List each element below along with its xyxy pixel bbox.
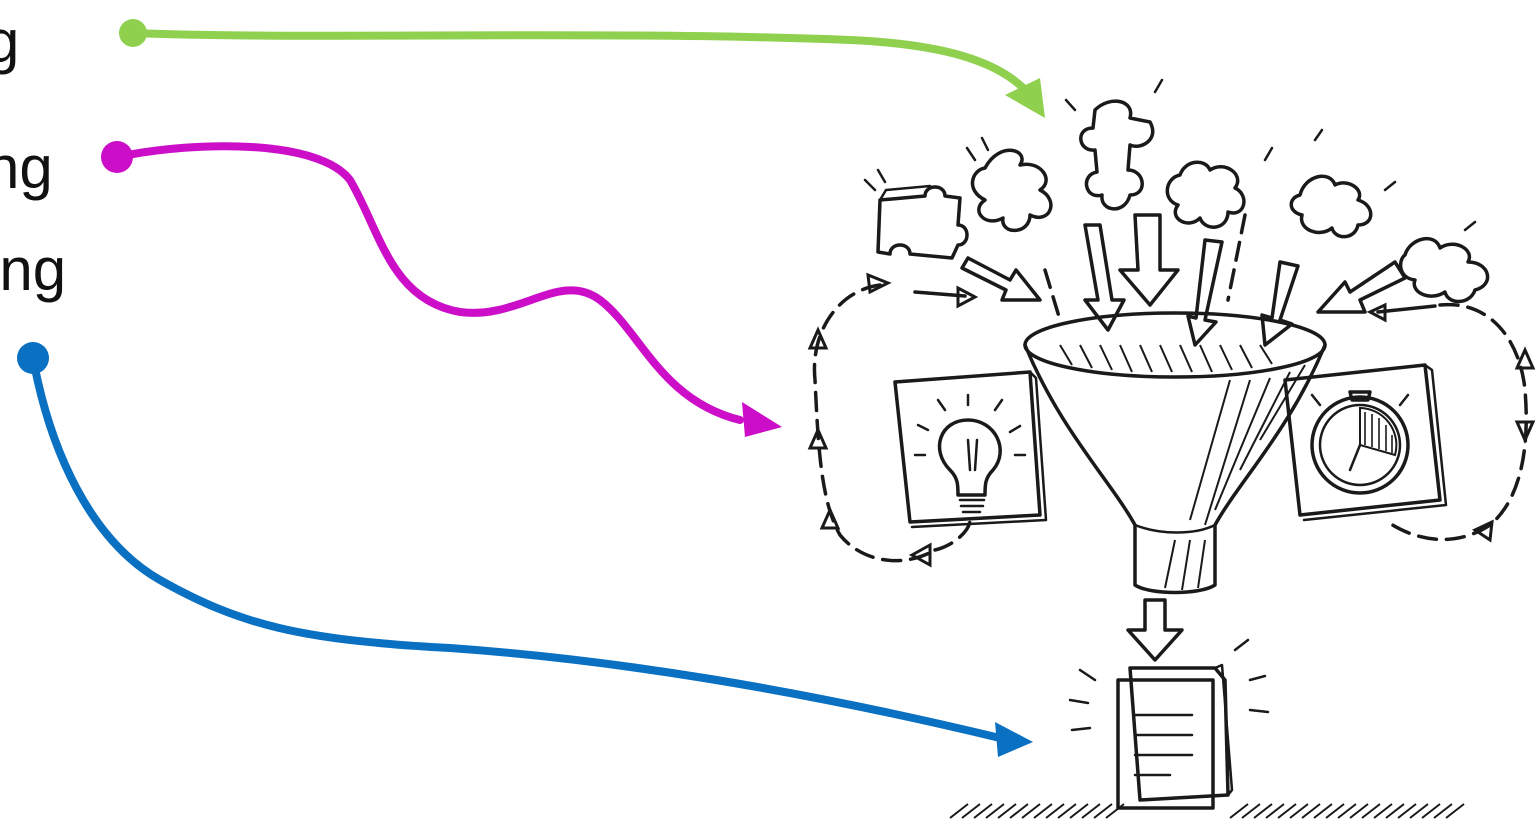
motion-lines	[865, 80, 1475, 230]
green-arrow	[119, 19, 1045, 118]
funnel-icon	[1025, 313, 1325, 593]
puzzle-piece-icon	[972, 150, 1050, 230]
output-arrow	[1128, 600, 1182, 660]
ground-hatching	[950, 804, 1464, 818]
puzzle-piece-icon	[1401, 239, 1488, 302]
puzzle-piece-icon	[1291, 176, 1371, 236]
document-stack-icon	[1070, 640, 1268, 808]
blue-arrow	[17, 342, 1033, 757]
magenta-arrow	[101, 141, 782, 437]
puzzle-piece-icon	[1167, 162, 1244, 227]
puzzle-piece-icon	[878, 186, 967, 258]
lightbulb-icon	[895, 372, 1046, 527]
stopwatch-icon	[1285, 365, 1446, 520]
puzzle-piece-icon	[1081, 101, 1153, 209]
